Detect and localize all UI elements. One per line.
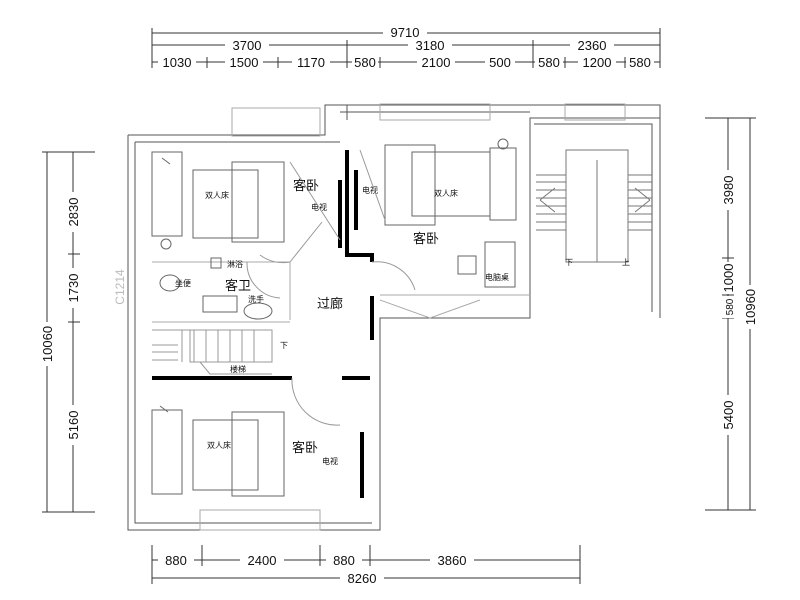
dim-bottom-detail: 2400 <box>248 553 277 568</box>
dim-top-detail: 1200 <box>583 55 612 70</box>
room-label-bathroom: 客卫 <box>225 278 251 294</box>
dim-top-detail: 580 <box>538 55 560 70</box>
dim-right-detail: 3980 <box>721 176 736 205</box>
room-label-corridor: 过廊 <box>317 296 343 312</box>
walls <box>127 103 661 531</box>
stairs-down-label: 下 <box>565 258 573 267</box>
stairs-right <box>536 149 652 263</box>
bed-label: 双人床 <box>205 190 229 200</box>
bed-label: 双人床 <box>434 188 458 198</box>
dim-bottom-detail: 3860 <box>438 553 467 568</box>
dim-top-mid: 3700 <box>233 38 262 53</box>
tv-label: 电视 <box>362 185 378 195</box>
shower-label: 淋浴 <box>227 259 243 269</box>
stairs-left-down: 下 <box>280 341 288 350</box>
bed-s <box>151 405 285 497</box>
sink-label: 洗手 <box>248 294 264 304</box>
stairs-up-label: 上 <box>622 258 630 267</box>
dim-top-detail: 500 <box>489 55 511 70</box>
dim-top-mid: 3180 <box>416 38 445 53</box>
dim-left-detail: 2830 <box>66 198 81 227</box>
room-label-bedroom-ne: 客卧 <box>413 231 439 247</box>
stairs-label: 楼梯 <box>230 364 246 374</box>
dim-top-detail: 1030 <box>163 55 192 70</box>
bathroom-fixtures <box>159 257 273 320</box>
room-label-bedroom-s: 客卧 <box>292 440 318 456</box>
window-label: C1214 <box>113 269 127 305</box>
dim-right-detail: 5400 <box>721 401 736 430</box>
dim-bottom-total: 8260 <box>348 571 377 586</box>
stairs-left <box>152 329 273 375</box>
dim-bottom-detail: 880 <box>165 553 187 568</box>
dim-top-detail: 1170 <box>297 55 325 70</box>
dim-right-detail: 1000 <box>721 264 736 293</box>
room-label-bedroom-nw: 客卧 <box>293 178 319 194</box>
toilet-label: 坐便 <box>175 278 191 288</box>
bed-ne <box>384 138 517 226</box>
desk-label: 电脑桌 <box>485 272 509 282</box>
computer-desk <box>457 241 516 288</box>
bed-nw <box>151 151 285 250</box>
bed-label: 双人床 <box>207 440 231 450</box>
dim-top-total: 9710 <box>391 25 420 40</box>
tv-label: 电视 <box>322 456 338 466</box>
dim-top-detail: 2100 <box>422 55 451 70</box>
dim-right-total: 10960 <box>743 289 758 325</box>
thick-walls <box>152 150 374 498</box>
dim-left-detail: 5160 <box>66 411 81 440</box>
dim-top-detail: 580 <box>629 55 651 70</box>
dim-left-detail: 1730 <box>66 274 81 303</box>
dim-top-detail: 1500 <box>230 55 259 70</box>
dim-bottom-detail: 880 <box>333 553 355 568</box>
doors <box>246 149 416 426</box>
dim-right-detail: 580 <box>725 298 736 315</box>
dim-top-mid: 2360 <box>578 38 607 53</box>
dim-top-detail: 580 <box>354 55 376 70</box>
dim-left-total: 10060 <box>40 326 55 362</box>
